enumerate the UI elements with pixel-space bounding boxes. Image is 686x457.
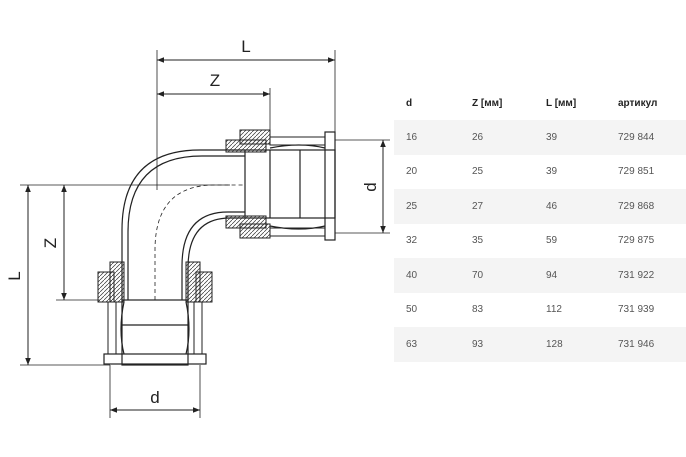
header-l: L [мм] xyxy=(534,86,606,120)
cell-l: 39 xyxy=(534,154,606,189)
header-d: d xyxy=(394,86,460,120)
cell-article: 731 922 xyxy=(606,258,686,293)
dim-label-d-bottom: d xyxy=(150,388,159,407)
cell-l: 39 xyxy=(534,120,606,155)
cell-d: 40 xyxy=(394,258,460,293)
table-row: 16 26 39 729 844 xyxy=(394,120,686,155)
table-row: 25 27 46 729 868 xyxy=(394,189,686,224)
dimension-bottom-d: d xyxy=(109,365,201,418)
elbow-fitting-drawing: L Z d L Z d xyxy=(5,37,390,418)
table-row: 32 35 59 729 875 xyxy=(394,223,686,258)
table-row: 50 83 112 731 939 xyxy=(394,292,686,327)
elbow-body xyxy=(121,149,245,300)
cell-article: 731 946 xyxy=(606,327,686,362)
right-socket xyxy=(225,129,336,241)
cell-z: 70 xyxy=(460,258,534,293)
header-article: артикул xyxy=(606,86,686,120)
cell-z: 27 xyxy=(460,189,534,224)
cell-d: 63 xyxy=(394,327,460,362)
cell-z: 83 xyxy=(460,292,534,327)
dimension-right-d: d xyxy=(335,139,390,234)
cell-d: 16 xyxy=(394,120,460,155)
cell-article: 729 844 xyxy=(606,120,686,155)
cell-d: 20 xyxy=(394,154,460,189)
dim-label-Z-top: Z xyxy=(210,71,220,90)
table-row: 20 25 39 729 851 xyxy=(394,154,686,189)
cell-z: 35 xyxy=(460,223,534,258)
cell-z: 93 xyxy=(460,327,534,362)
dimension-top-Z: Z xyxy=(157,71,271,135)
cell-l: 112 xyxy=(534,292,606,327)
bottom-socket xyxy=(97,261,213,366)
cell-article: 729 851 xyxy=(606,154,686,189)
dimension-left-L: L xyxy=(5,184,230,366)
header-z: Z [мм] xyxy=(460,86,534,120)
dim-label-Z-left: Z xyxy=(41,238,60,248)
cell-article: 729 868 xyxy=(606,189,686,224)
cell-l: 94 xyxy=(534,258,606,293)
table-row: 40 70 94 731 922 xyxy=(394,258,686,293)
spec-table: d Z [мм] L [мм] артикул 16 26 39 729 844… xyxy=(394,86,686,362)
cell-l: 128 xyxy=(534,327,606,362)
table-row: 63 93 128 731 946 xyxy=(394,327,686,362)
cell-article: 729 875 xyxy=(606,223,686,258)
cell-l: 46 xyxy=(534,189,606,224)
cell-d: 25 xyxy=(394,189,460,224)
cell-d: 50 xyxy=(394,292,460,327)
cell-d: 32 xyxy=(394,223,460,258)
cell-article: 731 939 xyxy=(606,292,686,327)
dimension-top-L: L xyxy=(156,37,336,190)
dim-label-L-left: L xyxy=(5,271,24,280)
dim-label-d-right: d xyxy=(361,182,380,191)
cell-l: 59 xyxy=(534,223,606,258)
dim-label-L-top: L xyxy=(241,37,250,56)
cell-z: 26 xyxy=(460,120,534,155)
table-header-row: d Z [мм] L [мм] артикул xyxy=(394,86,686,120)
dimension-left-Z: Z xyxy=(41,185,100,301)
cell-z: 25 xyxy=(460,154,534,189)
